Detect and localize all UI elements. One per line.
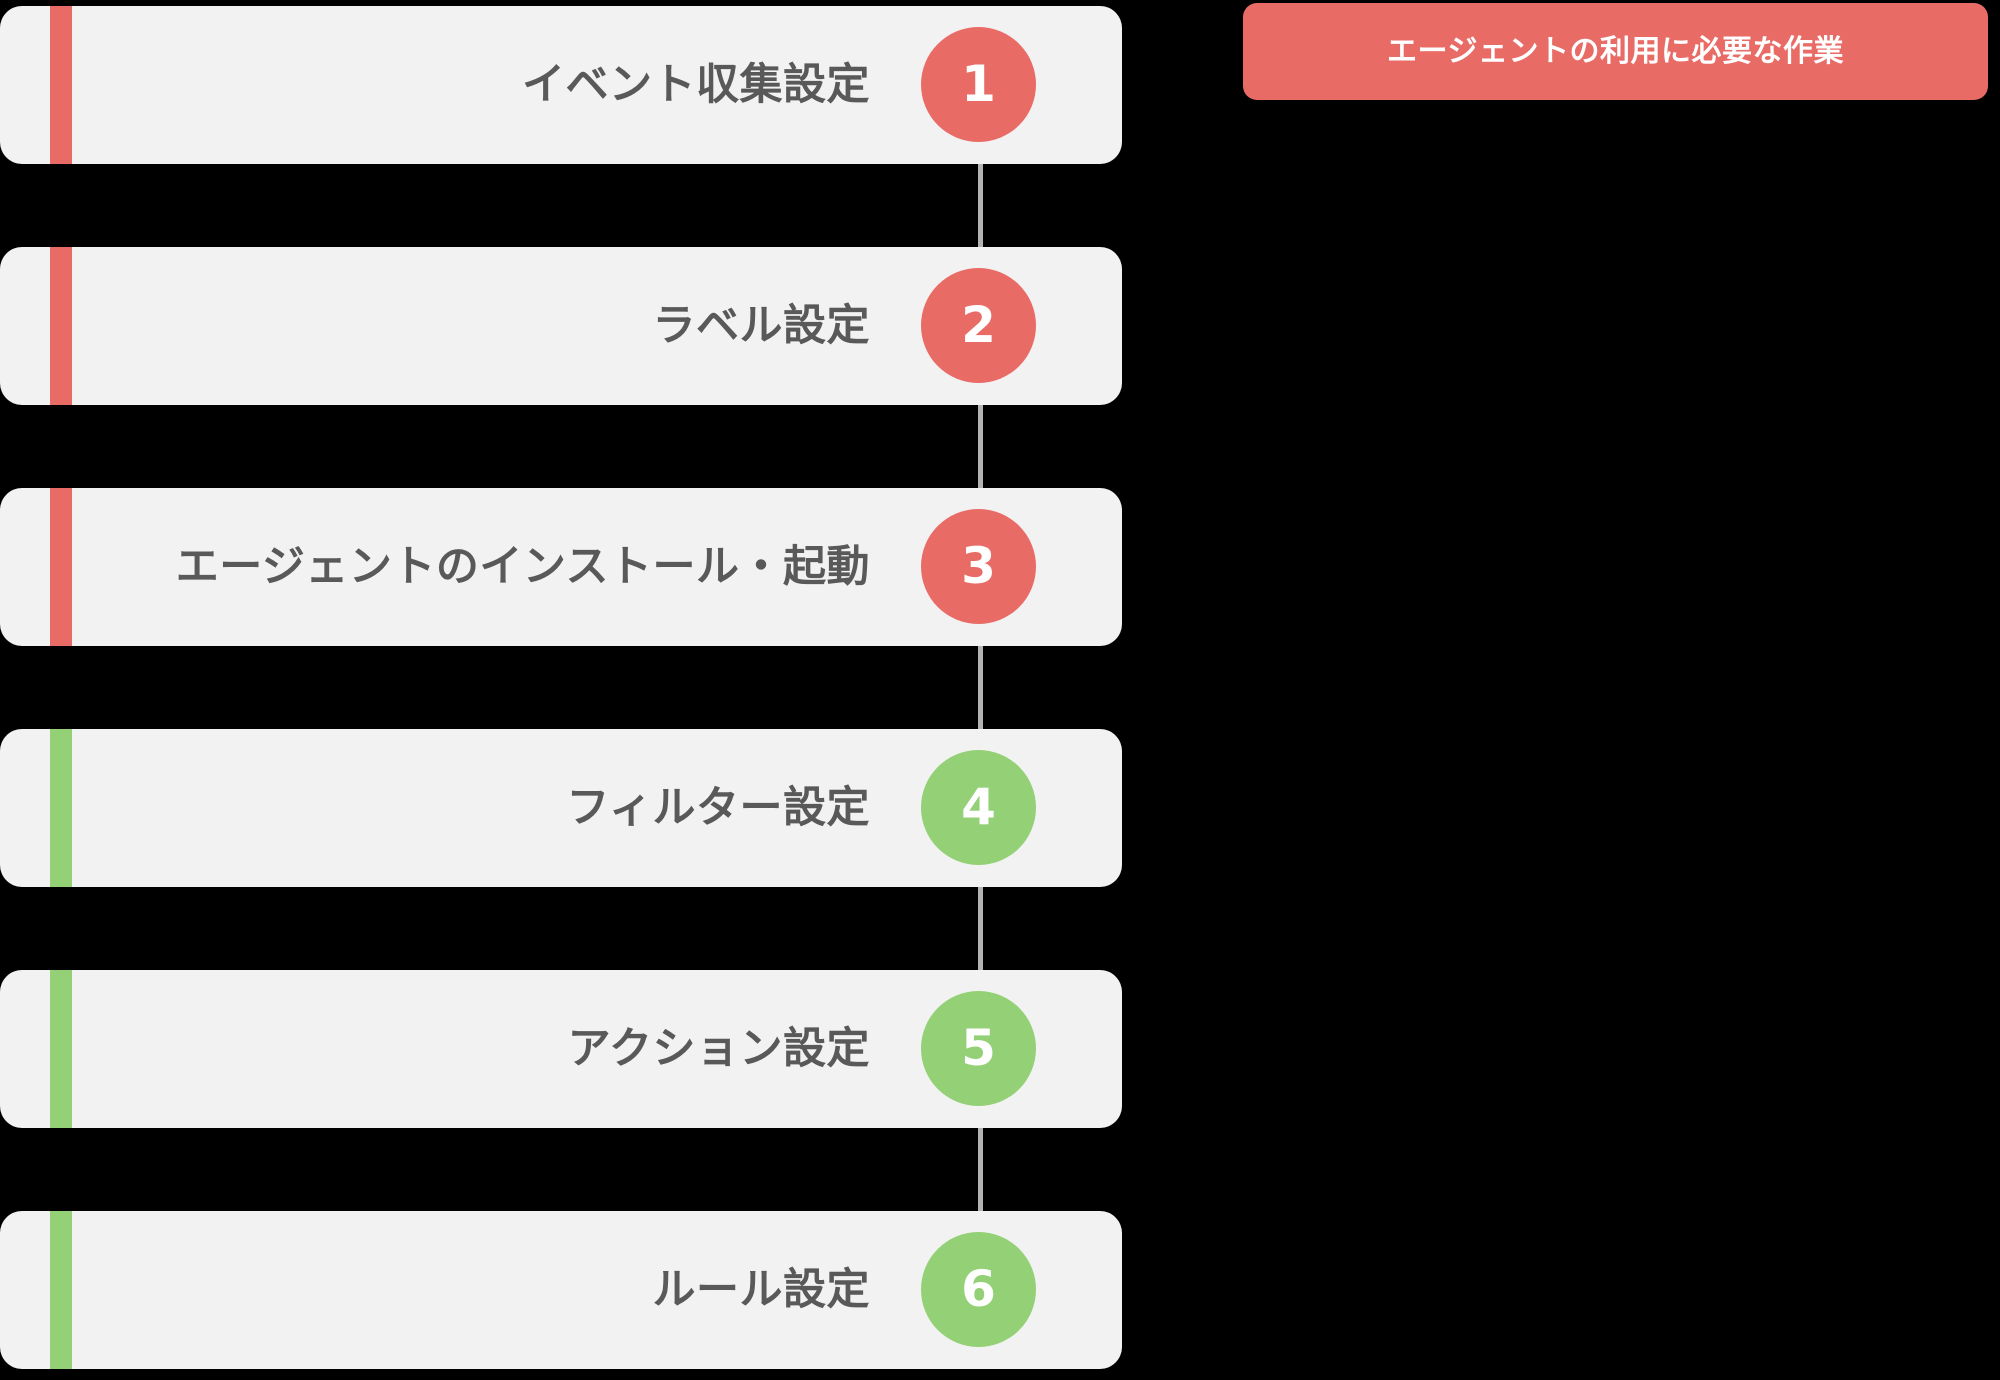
connector-line (978, 164, 983, 247)
step-label: イベント収集設定 (522, 60, 870, 110)
connector-line (978, 405, 983, 488)
step-number-badge: 2 (921, 268, 1036, 383)
step-card[interactable]: ラベル設定 2 (0, 247, 1122, 405)
step-accent-bar (50, 970, 72, 1128)
connector-line (978, 646, 983, 729)
step-card[interactable]: エージェントのインストール・起動 3 (0, 488, 1122, 646)
step-label: ルール設定 (652, 1265, 870, 1315)
step-card[interactable]: アクション設定 5 (0, 970, 1122, 1128)
step-number-badge: 1 (921, 27, 1036, 142)
connector-line (978, 1128, 983, 1211)
step-card[interactable]: ルール設定 6 (0, 1211, 1122, 1369)
step-label: ラベル設定 (652, 301, 870, 351)
step-label: フィルター設定 (566, 783, 870, 833)
step-number-badge: 3 (921, 509, 1036, 624)
step-number-badge: 5 (921, 991, 1036, 1106)
step-accent-bar (50, 729, 72, 887)
step-card[interactable]: イベント収集設定 1 (0, 6, 1122, 164)
step-label: アクション設定 (567, 1024, 870, 1074)
step-number-badge: 4 (921, 750, 1036, 865)
step-accent-bar (50, 6, 72, 164)
banner-title: エージェントの利用に必要な作業 (1243, 3, 1988, 100)
step-card[interactable]: フィルター設定 4 (0, 729, 1122, 887)
connector-line (978, 887, 983, 970)
step-label: エージェントのインストール・起動 (175, 542, 870, 592)
step-accent-bar (50, 247, 72, 405)
step-accent-bar (50, 488, 72, 646)
step-accent-bar (50, 1211, 72, 1369)
step-number-badge: 6 (921, 1232, 1036, 1347)
